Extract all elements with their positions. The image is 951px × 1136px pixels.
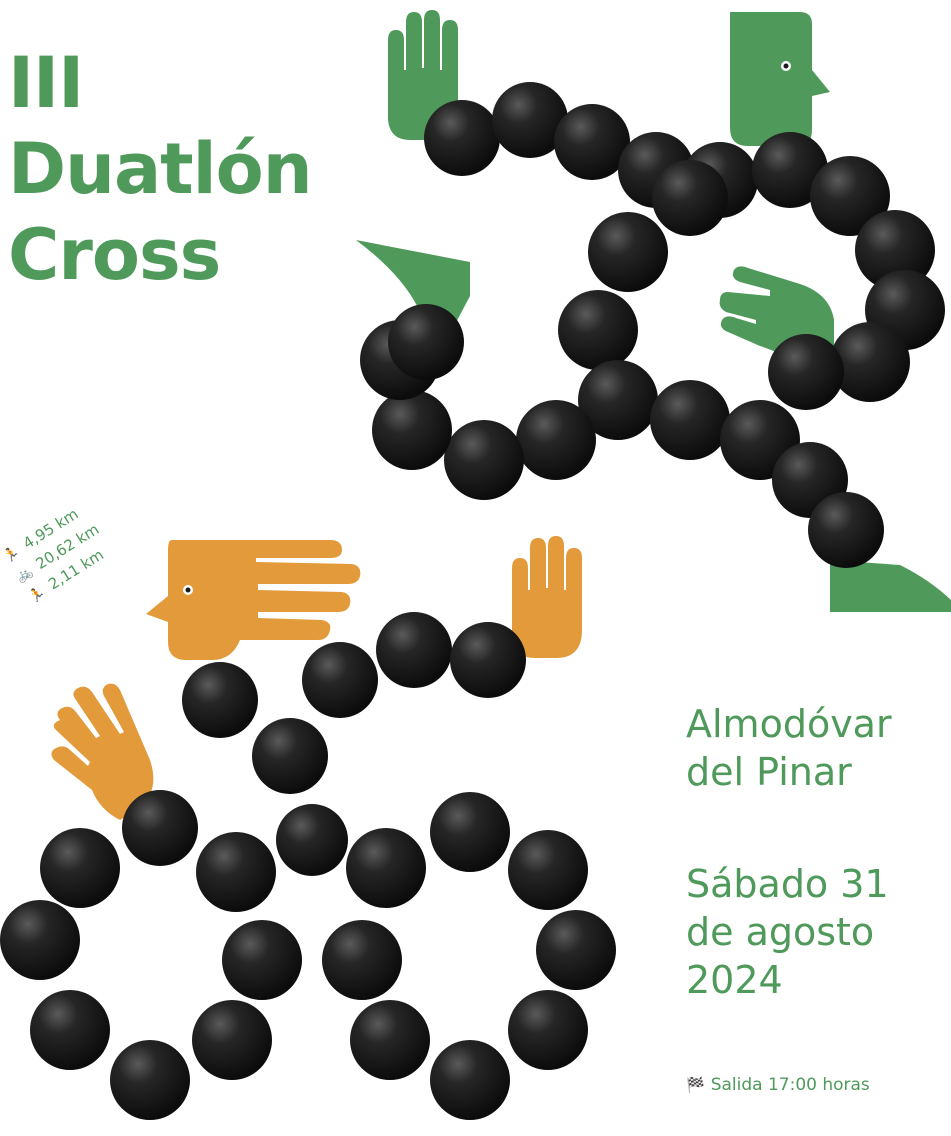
date-line-3: 2024: [686, 958, 783, 1002]
date-line-2: de agosto: [686, 910, 875, 954]
location-line-2: del Pinar: [686, 750, 852, 794]
event-location: Almodóvar del Pinar: [686, 700, 892, 796]
date-line-1: Sábado 31: [686, 862, 889, 906]
green-runner-figure: [356, 10, 951, 612]
orange-left-hand: [51, 683, 154, 820]
orange-head: [146, 540, 361, 660]
checkered-flag-icon: 🏁: [686, 1076, 705, 1094]
start-time-label: Salida 17:00 horas: [710, 1075, 870, 1095]
title-line-3: Cross: [8, 214, 221, 296]
event-date: Sábado 31 de agosto 2024: [686, 860, 889, 1004]
title-line-2: Duatlón: [8, 128, 313, 210]
green-front-foot: [830, 560, 951, 612]
title-line-1: III: [8, 42, 84, 124]
orange-cyclist-figure: [0, 536, 616, 1120]
location-line-1: Almodóvar: [686, 702, 892, 746]
event-title: III Duatlón Cross: [8, 40, 313, 298]
green-head: [730, 12, 830, 146]
orange-raised-hand: [512, 536, 582, 658]
start-time: 🏁 Salida 17:00 horas: [686, 1075, 870, 1095]
